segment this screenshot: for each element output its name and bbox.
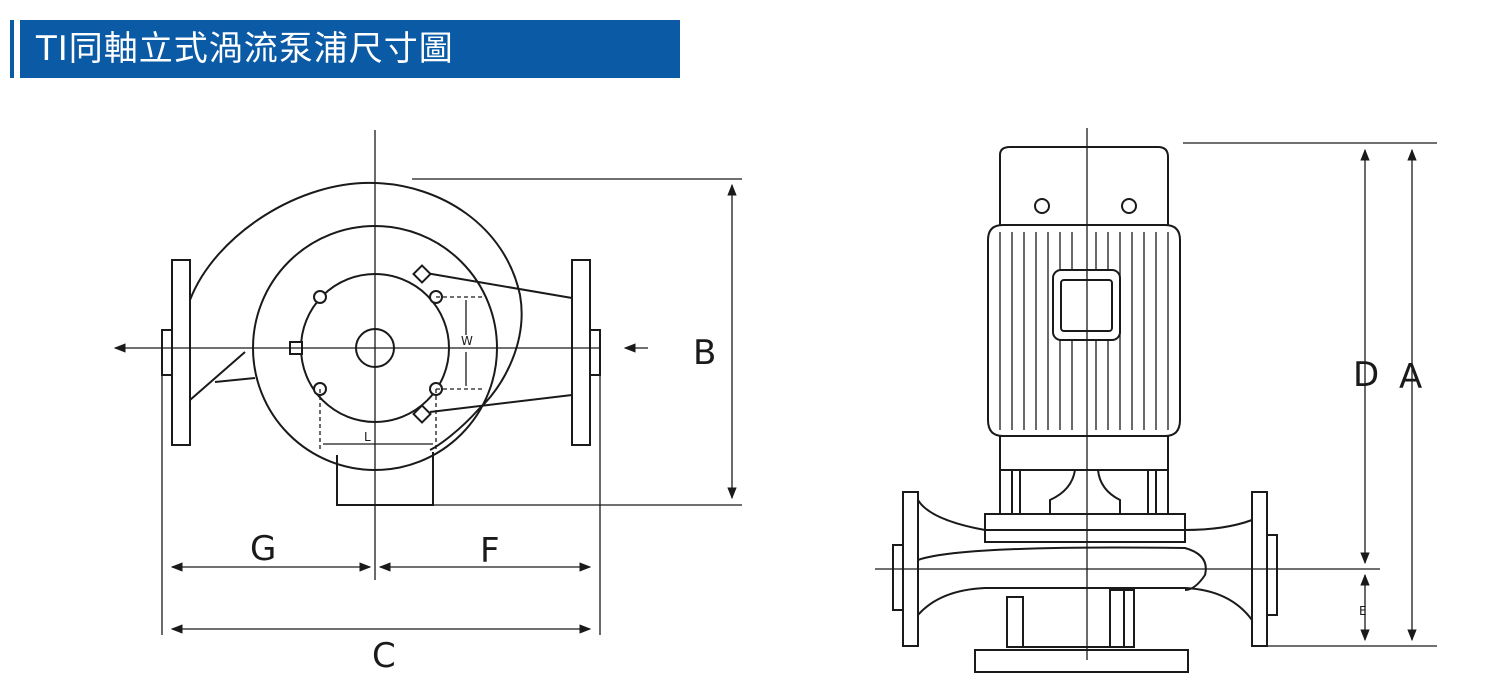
terminal-screw [1034,198,1050,214]
casing-mid-curve [917,546,1207,591]
banner-background [20,20,680,78]
pump-foot [336,452,434,506]
label-a: A [1399,357,1422,397]
base-leg [1109,589,1125,648]
right-flange [571,259,591,446]
right-flange-lip [589,329,601,376]
left-flange-lip [161,329,173,376]
coupling-guard [1049,469,1076,516]
title-banner: TI同軸立式渦流泵浦尺寸圖 [10,20,680,78]
diamond-boss [412,404,432,424]
label-f: F [480,531,500,571]
side-view: D A E [875,128,1437,673]
top-view: W L B G F C [113,130,742,676]
casing-lower-curve [917,587,1253,621]
left-flange [171,259,191,446]
casing-upper-curve [917,499,1253,531]
coupling-guard [1097,469,1121,516]
volute-outline [189,181,523,451]
label-b: B [693,333,716,373]
inlet-flange-lip [892,544,904,611]
motor-bracket [999,435,1169,517]
terminal-box [999,146,1169,229]
label-l: L [364,430,371,444]
discharge-upper-line [419,271,573,299]
label-c: C [372,636,396,676]
outlet-flange-lip [1266,534,1278,616]
label-d: D [1353,355,1379,395]
diamond-boss [412,264,432,284]
label-e: E [1359,604,1367,618]
base-leg [1123,589,1135,648]
pump-cover [984,513,1186,543]
volute-lower-line-2 [214,377,256,383]
label-g: G [250,529,276,569]
label-w: W [461,334,473,348]
base-plate [974,649,1189,673]
volute-lower-line [189,351,246,401]
discharge-lower-line [429,394,573,413]
terminal-screw [1121,198,1137,214]
base-leg [1006,596,1024,648]
banner-accent-bar [10,20,14,78]
bolt-hole [313,290,327,304]
page-title: TI同軸立式渦流泵浦尺寸圖 [36,29,454,69]
